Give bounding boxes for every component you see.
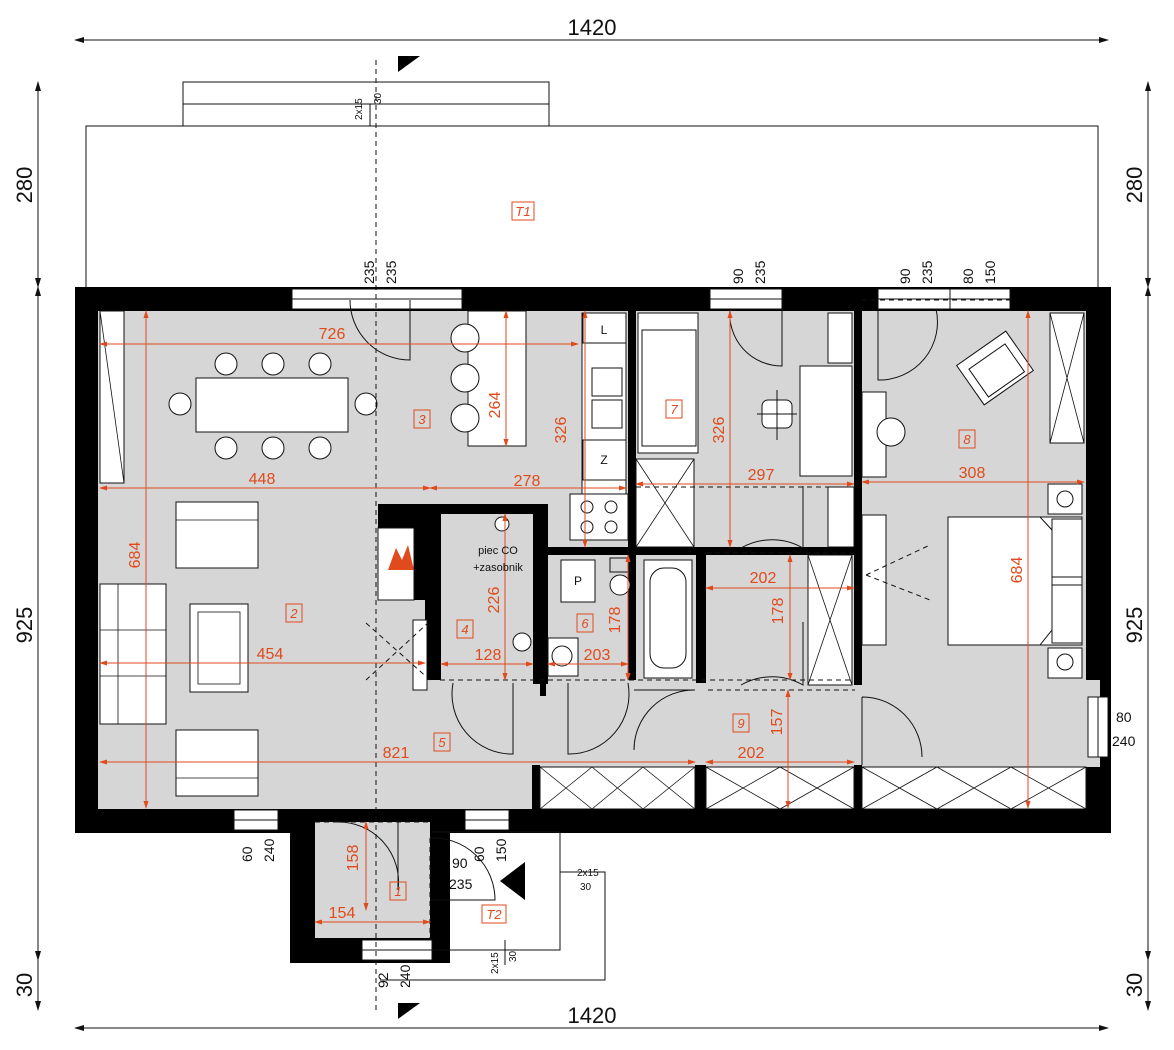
dim-308: 308 xyxy=(959,465,986,482)
entrance-steps xyxy=(369,104,606,981)
stair-1a: 2x15 xyxy=(354,98,365,120)
dim-left-bottom: 30 xyxy=(12,973,37,997)
dim-left-terrace: 280 xyxy=(12,167,37,204)
bar-stools xyxy=(450,323,480,433)
win-dim-7b: 150 xyxy=(493,838,509,862)
window-dimension-texts: 235 235 90 235 90 235 80 150 80 240 60 2… xyxy=(239,260,1136,988)
dim-width-bottom: 1420 xyxy=(568,1003,617,1028)
room-label-7: 7 xyxy=(670,402,678,417)
room-label-1: 1 xyxy=(394,884,401,899)
win-dim-2a: 90 xyxy=(730,268,746,284)
room-label-4: 4 xyxy=(461,622,468,637)
dim-right-terrace: 280 xyxy=(1122,167,1147,204)
boiler-label-1: piec CO xyxy=(478,545,518,557)
stair-3b: 30 xyxy=(508,950,519,962)
stair-2b: 30 xyxy=(580,882,592,893)
outer-dimension-lines xyxy=(35,37,1151,1031)
dim-178a: 178 xyxy=(607,607,624,634)
dim-right-main: 925 xyxy=(1122,607,1147,644)
dim-684a: 684 xyxy=(127,542,144,569)
room-label-t2: T2 xyxy=(486,907,502,922)
boiler-label-2: +zasobnik xyxy=(473,562,523,574)
win-dim-3b: 235 xyxy=(919,260,935,284)
win-dim-5b: 240 xyxy=(1112,733,1136,749)
win-dim-6a: 60 xyxy=(239,846,255,862)
washer-label: P xyxy=(574,574,582,588)
furniture xyxy=(99,310,1087,810)
dim-821: 821 xyxy=(383,745,410,762)
win-dim-4a: 80 xyxy=(960,268,976,284)
room-label-5: 5 xyxy=(438,735,446,750)
dim-726: 726 xyxy=(319,326,346,343)
stair-3a: 2x15 xyxy=(490,952,501,974)
win-dim-9a: 92 xyxy=(375,972,391,988)
dim-326a: 326 xyxy=(553,417,570,444)
dim-684b: 684 xyxy=(1009,557,1026,584)
stair-2a: 2x15 xyxy=(577,868,599,879)
win-dim-8a: 90 xyxy=(452,855,468,871)
dim-154: 154 xyxy=(329,905,356,922)
win-dim-1b: 235 xyxy=(383,260,399,284)
dim-226: 226 xyxy=(486,587,503,614)
room-label-t1: T1 xyxy=(515,204,530,219)
stair-1b: 30 xyxy=(373,92,384,104)
room-label-2: 2 xyxy=(289,606,298,621)
terrace-t1-outline xyxy=(85,125,1099,289)
section-markers xyxy=(398,56,525,1019)
inner-dimension-texts: 726 448 278 264 326 684 454 821 226 128 … xyxy=(127,326,1026,922)
room-label-3: 3 xyxy=(418,412,426,427)
dim-326b: 326 xyxy=(711,417,728,444)
dim-128: 128 xyxy=(475,647,502,664)
dim-157: 157 xyxy=(769,709,786,736)
dim-297: 297 xyxy=(748,467,775,484)
dim-448: 448 xyxy=(249,471,276,488)
dim-202b: 202 xyxy=(738,745,765,762)
dim-264: 264 xyxy=(487,392,504,419)
dim-178b: 178 xyxy=(770,598,787,625)
win-dim-6b: 240 xyxy=(261,838,277,862)
win-dim-4b: 150 xyxy=(982,260,998,284)
stair-labels: 2x15 30 2x15 30 2x15 30 xyxy=(354,92,599,974)
dim-left-main: 925 xyxy=(12,607,37,644)
inner-dimension-lines xyxy=(99,310,1085,925)
win-dim-8b: 235 xyxy=(449,876,473,892)
dim-203: 203 xyxy=(584,647,611,664)
dim-202a: 202 xyxy=(750,570,777,587)
room-labels: T1 1 2 3 4 5 6 7 8 9 T2 xyxy=(285,201,976,924)
fireplace xyxy=(388,545,414,570)
fridge-label: L xyxy=(601,323,608,337)
win-dim-2b: 235 xyxy=(752,260,768,284)
win-dim-7a: 60 xyxy=(471,846,487,862)
win-dim-3a: 90 xyxy=(897,268,913,284)
dim-width-top: 1420 xyxy=(568,15,617,40)
room-label-6: 6 xyxy=(581,616,589,631)
dining-chairs xyxy=(168,352,378,460)
dim-454: 454 xyxy=(257,646,284,663)
win-dim-9b: 240 xyxy=(397,964,413,988)
cabinet-label: Z xyxy=(600,453,607,467)
win-dim-5a: 80 xyxy=(1116,709,1132,725)
room-label-9: 9 xyxy=(737,716,744,731)
dim-278: 278 xyxy=(514,473,541,490)
dim-right-bottom: 30 xyxy=(1122,973,1147,997)
wardrobe-diagonals xyxy=(99,310,1087,810)
win-dim-1a: 235 xyxy=(361,260,377,284)
room-label-8: 8 xyxy=(963,432,971,447)
dim-158: 158 xyxy=(345,845,362,872)
